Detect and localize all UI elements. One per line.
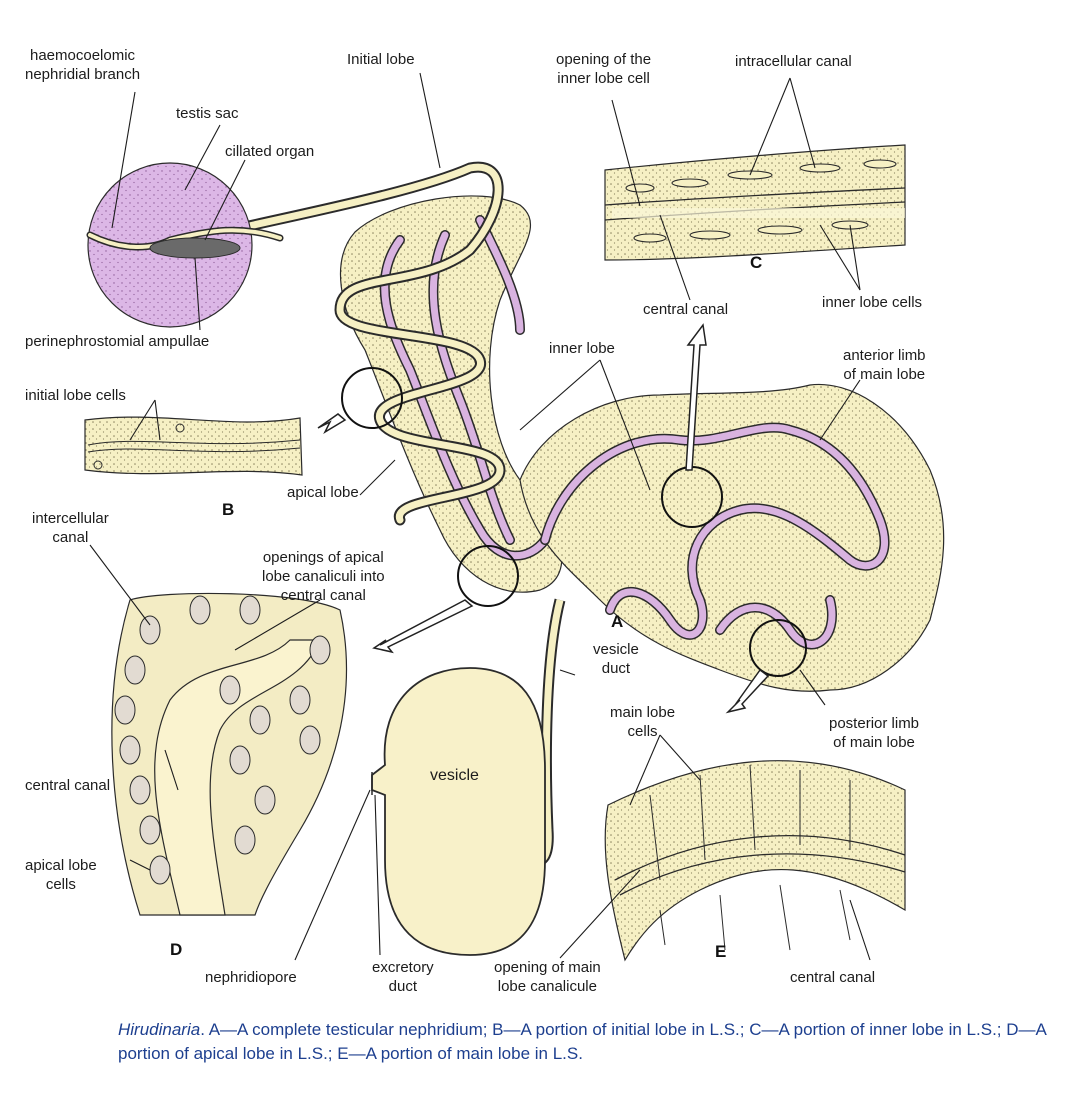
label-central-canal-c: central canal [643,301,729,318]
label-testis-sac: testis sac [176,105,239,122]
label-vesicle: vesicle [430,767,479,784]
letter-c: C [750,253,763,272]
label-apical-lobe: apical lobe [287,484,359,501]
initial-lobe-tube [234,161,506,526]
label-perinephrostomial: perinephrostomial ampullae [25,333,210,350]
ciliated-organ-shape [149,237,241,259]
figure-caption: Hirudinaria. A—A complete testicular nep… [118,1018,1048,1066]
letter-b: B [222,500,235,519]
vesicle-sac [371,667,546,956]
letter-d: D [170,940,183,959]
label-initial-lobe: Initial lobe [347,51,415,68]
section-d [111,592,348,916]
main-canal [540,422,890,650]
label-central-canal-e: central canal [790,969,876,986]
section-e [604,760,906,962]
section-c [604,144,906,261]
caption-text: . A—A complete testicular nephridium; B—… [118,1020,1046,1063]
magnifier-circles [341,367,807,677]
leader-lines [89,72,871,961]
apical-canal [379,215,550,561]
label-nephridiopore: nephridiopore [205,969,297,986]
letter-e: E [715,942,727,961]
letter-a: A [611,612,624,631]
label-inner-lobe-cells: inner lobe cells [822,294,923,311]
apical-lobe-body [339,195,563,593]
label-inner-lobe: inner lobe [549,340,615,357]
label-ciliated-organ: cillated organ [225,143,315,160]
label-intracellular-canal: intracellular canal [735,53,852,70]
caption-genus: Hirudinaria [118,1020,201,1039]
section-b [84,416,303,476]
label-initial-lobe-cells: initial lobe cells [25,387,126,404]
hollow-arrows [317,323,770,714]
label-central-canal-d: central canal [25,777,111,794]
